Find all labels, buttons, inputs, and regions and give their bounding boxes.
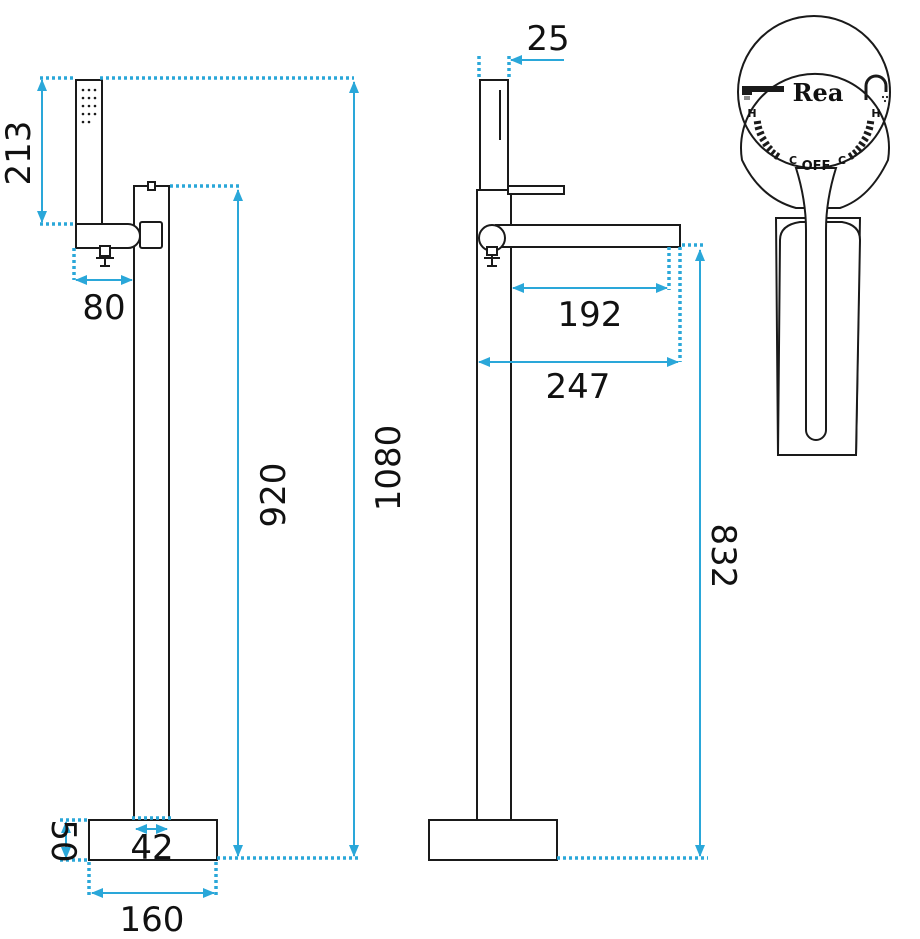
shower-icon (864, 74, 889, 103)
front-view (75, 79, 218, 861)
dim-column-width: 42 (130, 828, 173, 868)
temp-scale-left (753, 120, 781, 160)
side-column (476, 189, 512, 821)
temp-scale-right (847, 120, 875, 160)
side-dimensions (477, 55, 708, 860)
dial-hot-left: H (747, 107, 756, 120)
dim-total-height: 1080 (369, 425, 409, 512)
dial-disc (740, 72, 890, 209)
spout-icon (742, 86, 784, 100)
hand-shower (75, 79, 103, 225)
brand-logo: Rea (793, 78, 844, 107)
dim-shower-height: 213 (0, 121, 39, 186)
dial-cold-right: C (838, 154, 846, 167)
shower-nozzles (81, 88, 97, 124)
dim-total-reach: 247 (546, 367, 611, 407)
dial-cold-left: C (789, 154, 797, 167)
dim-shower-offset: 80 (82, 288, 125, 328)
hose-connector (99, 245, 111, 257)
dim-spout-length: 192 (558, 295, 623, 335)
front-top-knob (147, 181, 156, 191)
dim-base-width: 160 (120, 900, 185, 939)
side-base (428, 819, 558, 861)
handle-view: Rea H H C C OFF (737, 15, 891, 456)
dim-spout-outlet-height: 832 (703, 524, 743, 589)
shower-holder (75, 223, 141, 249)
hose-nut (96, 256, 114, 267)
dim-top-width: 25 (526, 19, 569, 59)
side-handle (507, 185, 565, 195)
front-column (133, 185, 170, 821)
dim-base-height: 50 (43, 819, 83, 862)
diverter-button (139, 221, 163, 249)
side-hose-nut (484, 255, 500, 267)
side-view (428, 79, 681, 861)
dial-lever (794, 167, 838, 441)
side-hose-connector (486, 246, 498, 256)
side-spout (495, 224, 681, 248)
dim-spout-height: 920 (254, 463, 294, 528)
dial-hot-right: H (871, 107, 880, 120)
dial-off-label: OFF (802, 159, 831, 174)
front-dimensions (37, 76, 359, 898)
